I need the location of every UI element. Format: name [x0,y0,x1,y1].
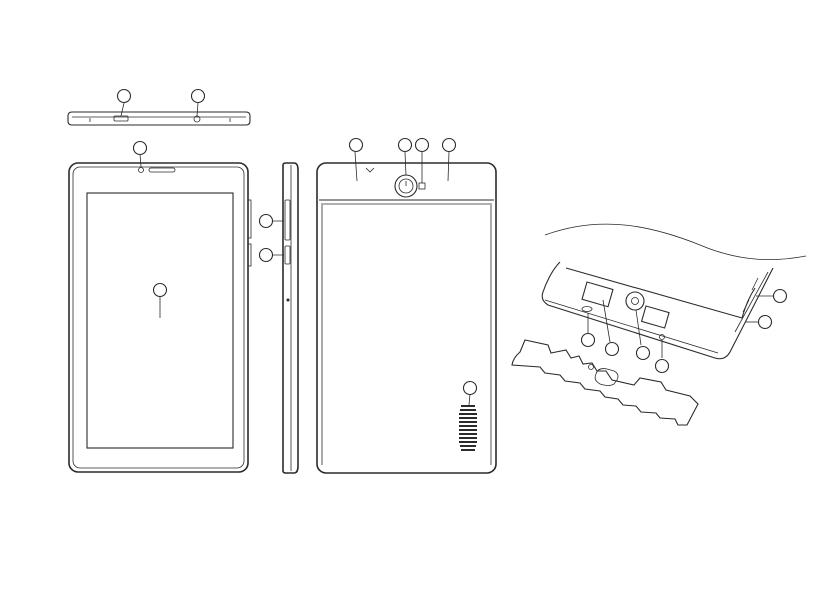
callout-circle [443,139,456,152]
front-view [69,142,251,473]
callout-circle [260,215,273,228]
callout-leader [140,154,141,167]
callout-circle [759,316,772,329]
detail-small-port [582,307,592,312]
callout-leader [469,394,470,405]
detail-camera-outer [626,292,644,310]
front-inner-frame [73,167,244,468]
microsd-card-slot [642,306,669,328]
callout-leader [405,152,406,175]
callout-leader [448,152,449,181]
callout-leader [197,103,198,116]
detail-side-button-lower [743,300,749,312]
sim-slot-detail-view [512,224,806,425]
detail-camera-lens [632,298,639,305]
callout-leader [636,310,641,345]
callout-circle [350,139,363,152]
detached-back-cover [512,340,698,425]
callout-circle [134,142,147,155]
callout-circle [582,334,595,347]
front-camera [139,168,144,173]
sim-card-slot [582,282,613,307]
callout-circle [416,139,429,152]
callout-circle [399,139,412,152]
side-microphone [287,299,289,301]
callout-circle [774,290,787,303]
detail-flash [660,335,665,340]
callout-circle [656,360,669,373]
sim-notch-mark [366,168,374,172]
earpiece-speaker [149,168,175,172]
callout-leader [355,152,357,181]
side-view [259,163,298,473]
display-screen [87,193,233,448]
rear-flash [419,183,425,189]
detached-cover-flash-window [589,365,594,370]
callout-circle [464,382,477,395]
front-outer-frame [69,163,248,472]
detail-device-bottom-edge [545,300,718,353]
callout-circle [637,347,650,360]
loudspeaker-grille [459,405,477,451]
detail-device-body [542,262,773,359]
top-edge-view [68,90,250,126]
callout-circle [192,90,205,103]
top-edge-outline [68,112,250,125]
detail-cut-edge [545,224,806,260]
callout-circle [260,249,273,262]
callout-circle [606,343,619,356]
back-view [317,139,496,474]
callout-circle [154,284,167,297]
callout-circle [118,90,131,103]
volume-rocker [285,200,290,240]
power-button [285,246,290,264]
callout-leader [121,103,124,116]
